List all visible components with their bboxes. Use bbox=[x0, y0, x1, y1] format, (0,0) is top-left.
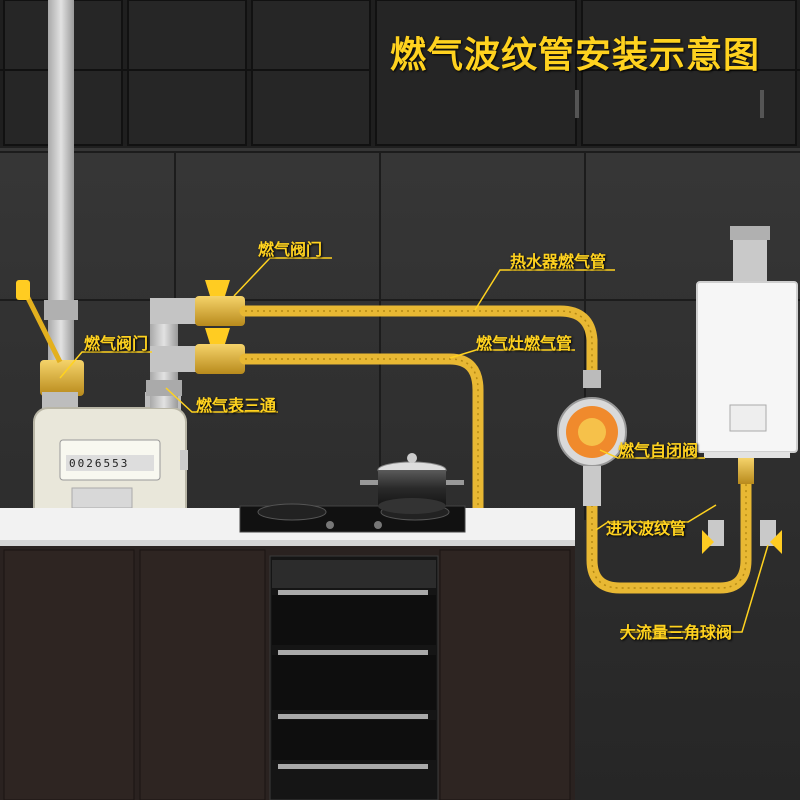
label-gas-valve-left: 燃气阀门 bbox=[84, 330, 148, 354]
label-meter-tee: 燃气表三通 bbox=[196, 392, 276, 416]
label-triangle-ball-valve: 大流量三角球阀 bbox=[620, 619, 732, 643]
label-stove-gas-pipe: 燃气灶燃气管 bbox=[476, 330, 572, 354]
diagram-title: 燃气波纹管安装示意图 bbox=[390, 26, 790, 78]
label-auto-shutoff-valve: 燃气自闭阀 bbox=[618, 437, 698, 461]
riser-coupling bbox=[44, 300, 78, 320]
countertop-edge bbox=[0, 540, 575, 546]
label-gas-valve-top: 燃气阀门 bbox=[258, 236, 322, 260]
label-water-inlet-pipe: 进水波纹管 bbox=[606, 515, 686, 539]
label-heater-gas-pipe: 热水器燃气管 bbox=[510, 248, 606, 272]
appliance-drawers bbox=[270, 556, 438, 800]
meter-reading: 0026553 bbox=[69, 457, 129, 470]
